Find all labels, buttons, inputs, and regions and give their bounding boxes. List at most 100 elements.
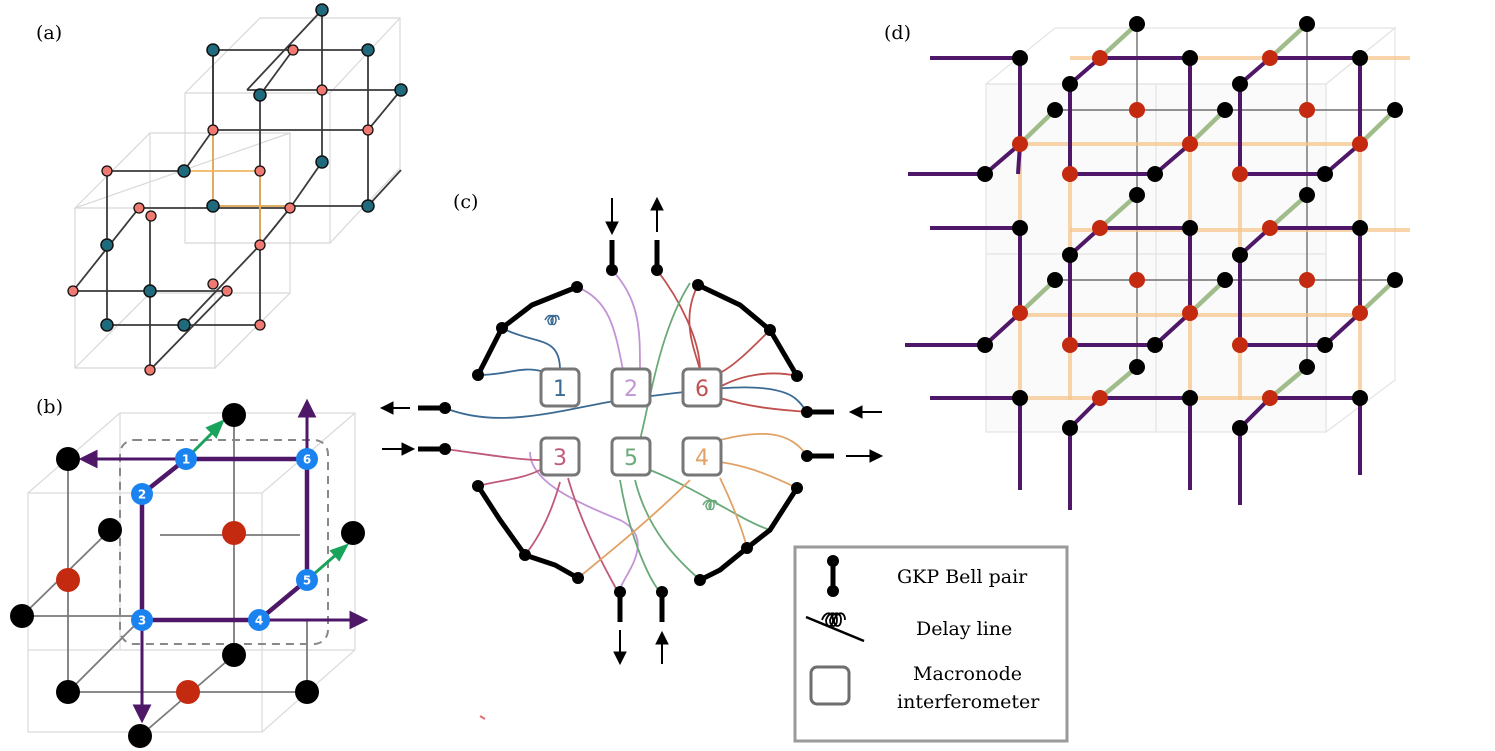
d-green-edge-6 (1098, 193, 1139, 230)
legend-macronode-label-line2: interferometer (897, 691, 1040, 713)
svg-text:5: 5 (303, 574, 311, 588)
d-red-node-2 (1262, 50, 1278, 66)
d-red-node-10 (1092, 220, 1108, 236)
a-pink-node-5 (254, 165, 266, 177)
b-black-node-5 (10, 604, 34, 628)
bell-pair-dots (439, 264, 813, 598)
svg-text:6: 6 (695, 377, 709, 402)
a-teal-node-3 (361, 43, 375, 57)
d-red-node-12 (1129, 272, 1145, 288)
a-pink-node-3 (207, 124, 219, 136)
node-6: 6 (296, 448, 318, 470)
panel-b-red-nodes (56, 521, 246, 704)
a-pink-node-7 (133, 202, 145, 214)
d-black-node-25 (1147, 337, 1163, 353)
a-teal-node-13 (177, 318, 191, 332)
svg-text:6: 6 (303, 453, 311, 467)
panel-a-teal-nodes (100, 3, 408, 332)
a-teal-node-6 (315, 155, 329, 169)
svg-text:3: 3 (138, 614, 146, 628)
panel-c-label: (c) (453, 191, 478, 213)
d-green-edge-5 (1358, 108, 1397, 146)
d-red-node-11 (1262, 220, 1278, 236)
b-black-node-7 (56, 680, 80, 704)
d-black-node-2 (1299, 16, 1315, 32)
panel-c: (c) (379, 191, 884, 666)
legend-delay-line-label: Delay line (916, 618, 1012, 640)
legend-bell-pair-label: GKP Bell pair (897, 566, 1028, 588)
panel-b-green-arrows (184, 419, 350, 582)
panel-b-purple-arrows (78, 398, 369, 724)
panel-d-red-nodes (1012, 50, 1368, 406)
d-black-node-13 (1317, 166, 1333, 182)
a-pink-node-8 (145, 210, 157, 222)
a-pink-node-10 (254, 239, 266, 251)
b-black-node-9 (128, 724, 152, 748)
svg-text:5: 5 (624, 446, 638, 471)
a-teal-node-2 (206, 43, 220, 57)
b-red-node-1 (222, 521, 246, 545)
a-teal-node-11 (143, 284, 157, 298)
legend-bell-pair-icon (827, 555, 839, 597)
bell-pair-links (475, 282, 800, 583)
d-black-node-27 (1129, 359, 1145, 375)
d-black-node-21 (1047, 272, 1063, 288)
d-black-node-14 (1129, 187, 1145, 203)
d-green-edge-1 (1098, 22, 1139, 60)
d-red-node-18 (1232, 337, 1248, 353)
legend-frame (793, 545, 1069, 743)
a-pink-node-2 (316, 84, 328, 96)
d-black-node-26 (1317, 337, 1333, 353)
node-2: 2 (131, 483, 153, 505)
d-black-node-18 (1352, 220, 1368, 236)
d-red-node-3 (1129, 102, 1145, 118)
a-pink-node-12 (67, 285, 79, 297)
panel-d-green-edges (1018, 22, 1397, 400)
a-pink-node-11 (207, 278, 219, 290)
d-black-node-8 (1047, 102, 1063, 118)
a-pink-node-14 (254, 319, 266, 331)
d-black-node-16 (1012, 220, 1028, 236)
a-pink-node-6 (101, 165, 113, 177)
panel-d-black-nodes (977, 16, 1403, 436)
d-black-node-6 (1062, 76, 1078, 92)
a-pink-node-13 (221, 285, 233, 297)
d-red-node-14 (1012, 305, 1028, 321)
legend-macronode-label-line1: Macronode (913, 663, 1022, 685)
d-red-node-20 (1262, 390, 1278, 406)
a-pink-node-15 (144, 364, 156, 376)
d-green-edge-11 (1098, 365, 1139, 400)
d-black-node-29 (1012, 390, 1028, 406)
a-teal-node-1 (315, 3, 329, 17)
svg-text:4: 4 (255, 614, 263, 628)
node-5: 5 (296, 569, 318, 591)
d-black-node-15 (1299, 187, 1315, 203)
a-teal-node-4 (394, 83, 408, 97)
d-black-node-12 (1147, 166, 1163, 182)
a-teal-node-8 (100, 238, 114, 252)
node-3: 3 (131, 609, 153, 631)
d-black-node-33 (1232, 420, 1248, 436)
d-black-node-5 (1352, 50, 1368, 66)
d-red-node-5 (1012, 136, 1028, 152)
svg-text:3: 3 (553, 446, 567, 471)
d-black-node-10 (1387, 102, 1403, 118)
d-green-edge-9 (1188, 278, 1227, 315)
d-black-node-19 (1062, 247, 1078, 263)
legend: GKP Bell pair Delay line Macronode inter… (793, 545, 1069, 743)
svg-text:2: 2 (138, 488, 146, 502)
interferometer-box-4: 4 (681, 436, 723, 477)
b-black-node-4 (341, 521, 365, 545)
d-red-node-16 (1352, 305, 1368, 321)
b-red-node-3 (176, 680, 200, 704)
panel-a: (a) (36, 3, 408, 376)
d-green-edge-4 (1188, 108, 1227, 146)
legend-delay-line-icon (805, 612, 865, 643)
panel-b-black-nodes (10, 403, 365, 748)
panel-b-numbered-nodes: 1 2 3 4 5 6 (131, 448, 318, 631)
b-red-node-2 (56, 568, 80, 592)
d-black-node-4 (1182, 50, 1198, 66)
a-teal-node-9 (206, 199, 220, 213)
d-red-node-9 (1232, 166, 1248, 182)
